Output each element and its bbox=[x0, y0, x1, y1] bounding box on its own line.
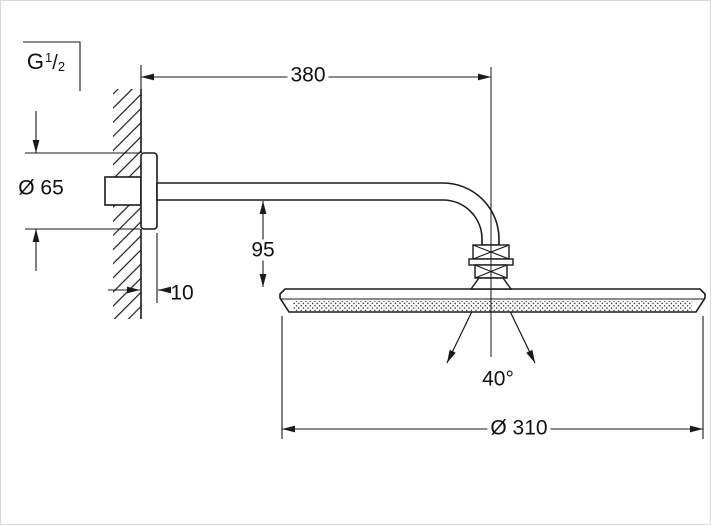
thread-denominator: 2 bbox=[57, 59, 66, 74]
thread-size-label: G1/2 bbox=[24, 49, 68, 74]
shower-arm bbox=[156, 182, 500, 246]
shower-head bbox=[279, 288, 706, 313]
thread-numerator: 1 bbox=[45, 50, 53, 65]
drop-height-label: 95 bbox=[248, 239, 278, 261]
flange-diameter-label: Ø 65 bbox=[18, 176, 64, 200]
wall-flange bbox=[140, 152, 158, 230]
thread-base: G bbox=[26, 49, 45, 74]
thread-label-bracket bbox=[23, 41, 81, 91]
spray-nozzle-texture bbox=[293, 301, 692, 311]
swivel-angle-label: 40° bbox=[479, 368, 517, 390]
head-diameter-label: Ø 310 bbox=[487, 417, 551, 439]
arm-length-label: 380 bbox=[287, 64, 329, 86]
flange-depth-label: 10 bbox=[170, 281, 194, 305]
thread-stub bbox=[104, 176, 142, 206]
thread-slash: / bbox=[52, 52, 58, 74]
wall bbox=[104, 89, 158, 319]
